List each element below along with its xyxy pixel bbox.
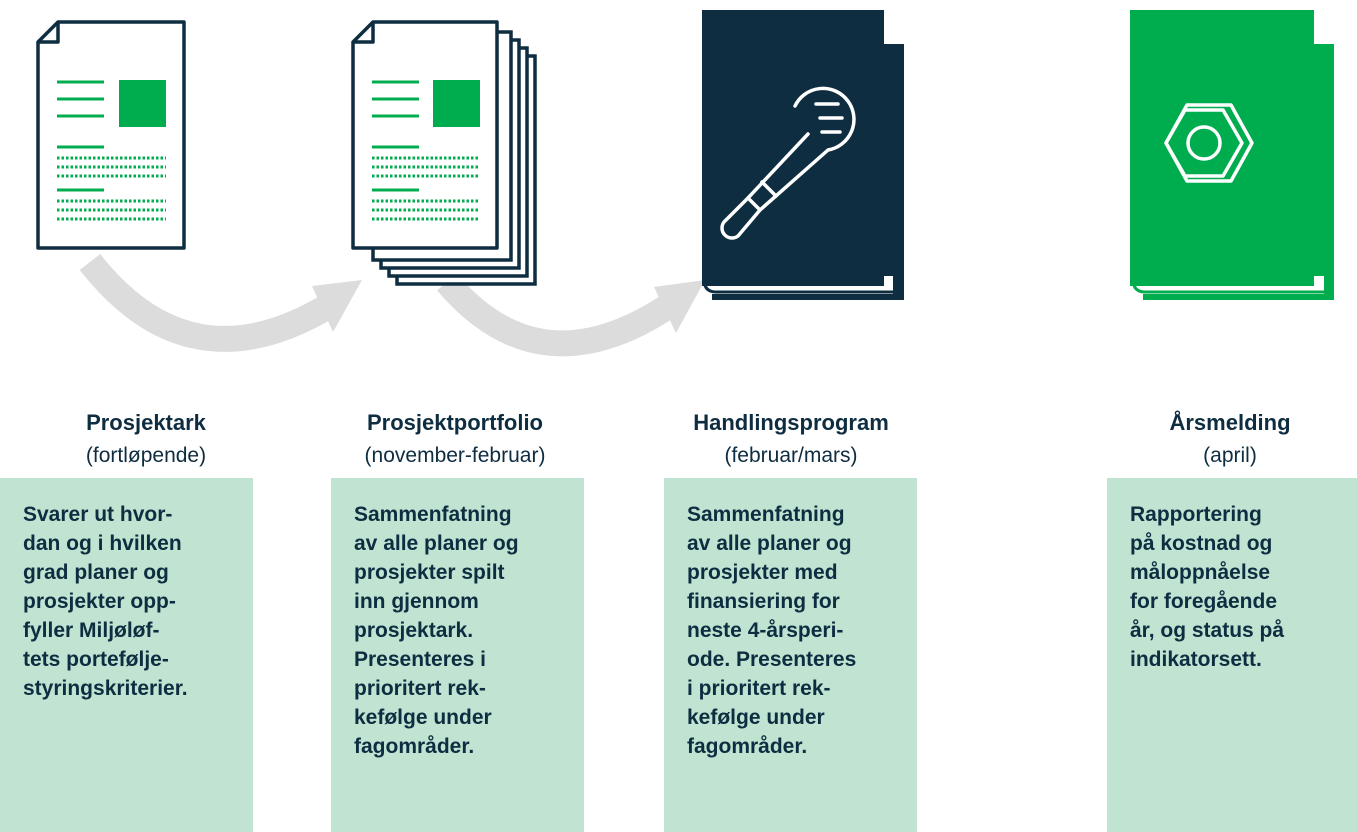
document-stack-icon bbox=[351, 20, 537, 286]
stage-4-period: (april) bbox=[1203, 444, 1257, 467]
stage-3-description: Sammenfatning av alle planer og prosjekt… bbox=[664, 478, 917, 832]
stage-2-period: (november-februar) bbox=[364, 444, 546, 467]
stage-4-description: Rapportering på kostnad og måloppnåelse … bbox=[1107, 478, 1357, 832]
stage-1-period: (fortløpende) bbox=[85, 444, 207, 467]
stage-1-title: Prosjektark bbox=[86, 410, 206, 435]
flow-arrow-1 bbox=[79, 253, 362, 352]
wrench-book-icon bbox=[702, 10, 904, 300]
stage-2-title: Prosjektportfolio bbox=[366, 410, 543, 435]
stage-4-title: Årsmelding bbox=[1169, 410, 1291, 435]
flow-arrow-2 bbox=[437, 273, 705, 357]
stage-1-description: Svarer ut hvor- dan og i hvilken grad pl… bbox=[0, 478, 253, 832]
single-document-icon bbox=[36, 20, 186, 250]
stage-3-period: (februar/mars) bbox=[724, 444, 858, 467]
hex-nut-book-icon bbox=[1130, 10, 1334, 300]
process-illustration bbox=[36, 10, 1334, 357]
stage-2-description: Sammenfatning av alle planer og prosjekt… bbox=[331, 478, 584, 832]
stage-3-title: Handlingsprogram bbox=[693, 410, 889, 435]
